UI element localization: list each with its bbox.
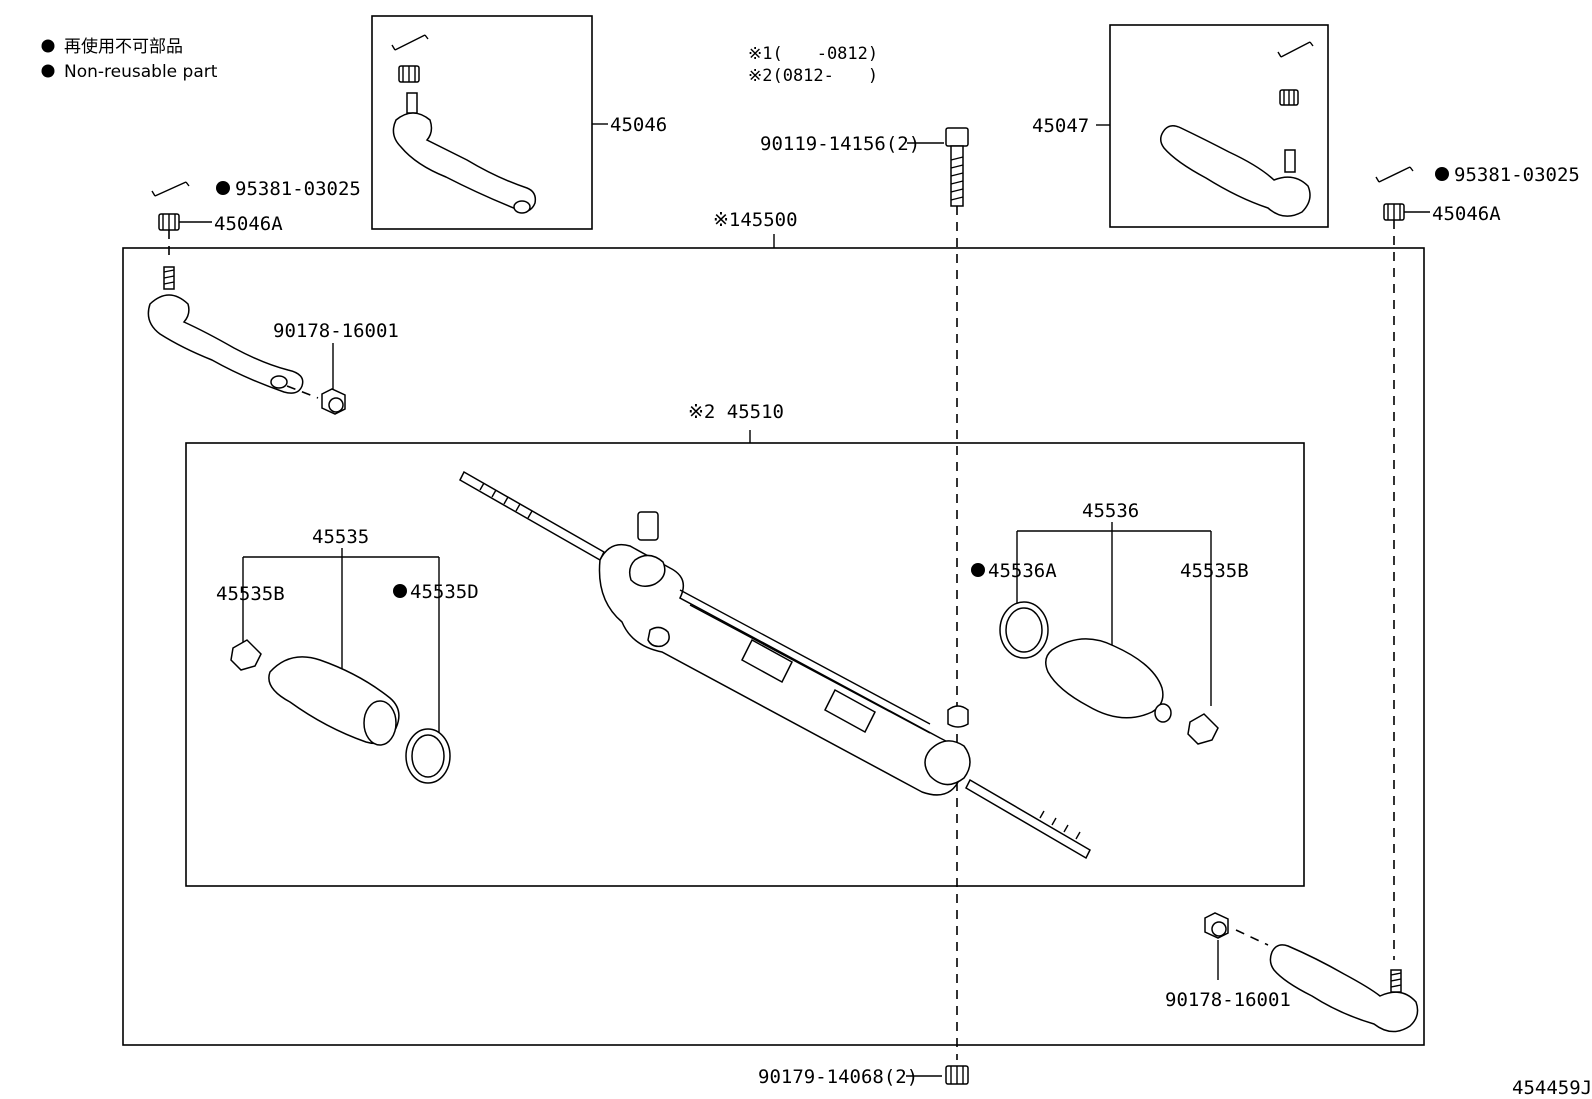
- label-45046A-right: 45046A: [1432, 203, 1501, 225]
- label-45535: 45535: [312, 526, 369, 548]
- label-95381-left: 95381-03025: [235, 178, 361, 200]
- steering-rack[interactable]: [459, 470, 1091, 860]
- tie-rod-end-left[interactable]: [147, 266, 304, 394]
- label-45536A: 45536A: [988, 560, 1057, 582]
- note-2: ※2(0812- ): [748, 66, 878, 86]
- label-95381-right: 95381-03025: [1454, 164, 1580, 186]
- non-reusable-dot-icon: [971, 563, 985, 577]
- part-45047-box[interactable]: 45047: [1032, 24, 1329, 228]
- note-1: ※1( -0812): [748, 44, 878, 64]
- label-90119: 90119-14156(2): [760, 133, 920, 155]
- part-45536-group[interactable]: 45536 45536A 45535B: [971, 500, 1249, 745]
- dashed-leader-left-cap: [286, 385, 319, 399]
- label-45535B-right: 45535B: [1180, 560, 1249, 582]
- label-45535B-left: 45535B: [216, 583, 285, 605]
- label-45536: 45536: [1082, 500, 1139, 522]
- part-90178-right[interactable]: 90178-16001: [1165, 912, 1291, 1011]
- label-45046A-left: 45046A: [214, 213, 283, 235]
- non-reusable-dot-icon: [41, 64, 55, 78]
- label-45535D: 45535D: [410, 581, 479, 603]
- part-90119-bolt[interactable]: 90119-14156(2): [760, 127, 969, 207]
- label-45046: 45046: [610, 114, 667, 136]
- label-45500: ※145500: [713, 209, 798, 231]
- non-reusable-dot-icon: [393, 584, 407, 598]
- non-reusable-dot-icon: [41, 39, 55, 53]
- part-45046-box[interactable]: 45046: [371, 15, 667, 230]
- part-45500-box[interactable]: ※145500: [122, 209, 1425, 1046]
- dashed-leader-right-cap: [1235, 929, 1269, 946]
- part-90178-left[interactable]: 90178-16001: [273, 320, 399, 415]
- part-45510-box[interactable]: ※2 45510: [185, 401, 1305, 887]
- label-90178-left: 90178-16001: [273, 320, 399, 342]
- part-95381-left[interactable]: 95381-03025: [151, 178, 361, 200]
- part-90179-nut[interactable]: 90179-14068(2): [758, 1065, 969, 1088]
- legend: 再使用不可部品 Non-reusable part: [41, 36, 218, 82]
- label-45510: ※2 45510: [688, 401, 784, 423]
- tie-rod-end-right[interactable]: [1269, 944, 1419, 1033]
- part-45046A-left[interactable]: 45046A: [158, 213, 283, 235]
- label-90179: 90179-14068(2): [758, 1066, 918, 1088]
- diagram-id: 454459J: [1512, 1077, 1592, 1099]
- part-95381-right[interactable]: 95381-03025: [1375, 164, 1580, 186]
- part-45535-group[interactable]: 45535 45535B 45535D: [216, 526, 479, 784]
- legend-en: Non-reusable part: [64, 62, 218, 82]
- part-45046A-right[interactable]: 45046A: [1383, 203, 1501, 225]
- non-reusable-dot-icon: [216, 181, 230, 195]
- legend-jp: 再使用不可部品: [64, 36, 183, 57]
- label-90178-right: 90178-16001: [1165, 989, 1291, 1011]
- non-reusable-dot-icon: [1435, 167, 1449, 181]
- label-45047: 45047: [1032, 115, 1089, 137]
